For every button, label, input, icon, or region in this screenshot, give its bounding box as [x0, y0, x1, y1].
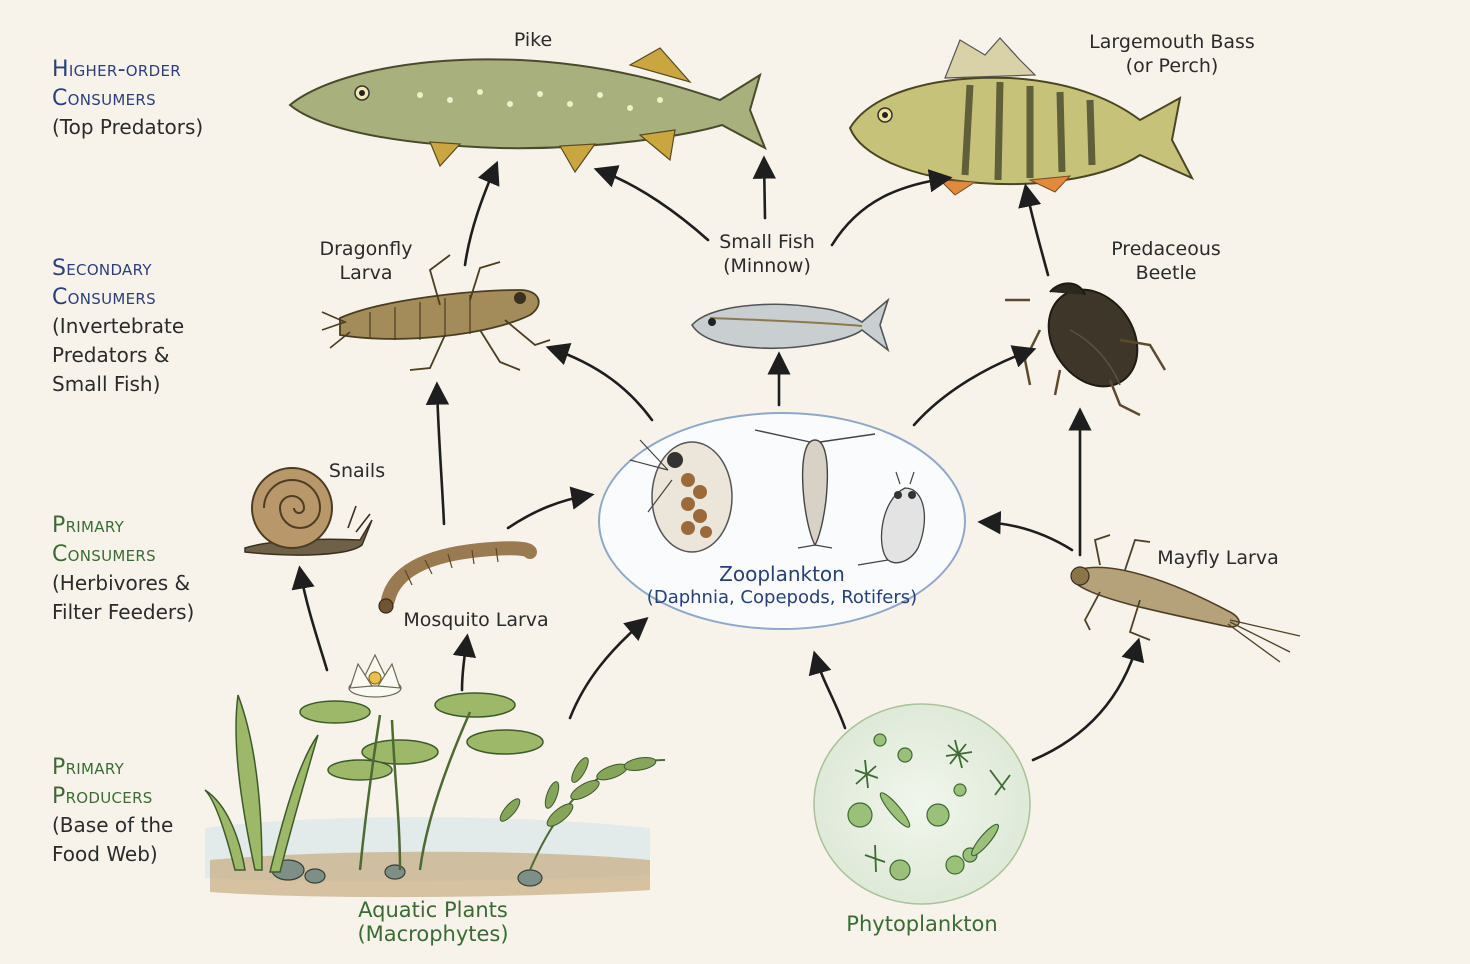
pike-icon: [290, 48, 765, 172]
arrow-zoo-to-dragonfly: [550, 348, 652, 420]
label-beetle: Predaceous Beetle: [1111, 237, 1221, 285]
level-heading: Producers: [52, 782, 173, 811]
arrow-plants-to-zoo: [570, 620, 645, 718]
arrow-dragonfly-to-pike: [465, 165, 496, 265]
label-beetle-line2: Beetle: [1111, 261, 1221, 285]
label-pike: Pike: [514, 28, 552, 52]
label-zooplankton-line2: (Daphnia, Copepods, Rotifers): [647, 586, 917, 610]
arrow-minnow-up: [764, 160, 765, 218]
label-snails-text: Snails: [329, 459, 385, 483]
level-heading: Higher-order: [52, 55, 203, 84]
arrow-mosquito-to-dragonfly: [437, 386, 444, 524]
label-plants-line2: (Macrophytes): [357, 922, 508, 946]
beetle-icon: [1005, 272, 1165, 415]
label-phytoplankton-text: Phytoplankton: [846, 912, 997, 936]
level-subtitle: Predators &: [52, 341, 184, 370]
label-minnow-line2: (Minnow): [719, 254, 815, 278]
level-heading: Consumers: [52, 283, 184, 312]
arrow-phyto-to-mayfly: [1033, 642, 1138, 760]
level-subtitle: (Base of the: [52, 811, 173, 840]
label-bass-line1: Largemouth Bass: [1089, 30, 1255, 54]
label-minnow-line1: Small Fish: [719, 230, 815, 254]
level-subtitle: (Invertebrate: [52, 312, 184, 341]
label-dragonfly-line1: Dragonfly: [319, 237, 412, 261]
label-mosquito-larva: Mosquito Larva: [403, 608, 548, 632]
label-mayfly-text: Mayfly Larva: [1157, 546, 1278, 570]
water-lily-icon: [349, 655, 401, 697]
phytoplankton-group: [814, 704, 1030, 904]
level-subtitle: Small Fish): [52, 370, 184, 399]
label-bass-line2: (or Perch): [1089, 54, 1255, 78]
level-subtitle: Food Web): [52, 840, 173, 869]
arrow-plants-to-snail: [300, 570, 327, 670]
arrow-minnow-to-bass: [832, 178, 948, 245]
mosquito-larva-icon: [379, 548, 530, 613]
label-beetle-line1: Predaceous: [1111, 237, 1221, 261]
level-heading: Consumers: [52, 84, 203, 113]
label-minnow: Small Fish (Minnow): [719, 230, 815, 278]
level-secondary-consumers: Secondary Consumers (Invertebrate Predat…: [52, 254, 184, 399]
arrow-zoo-to-beetle: [914, 350, 1032, 425]
level-subtitle: (Top Predators): [52, 113, 203, 142]
minnow-icon: [692, 300, 888, 350]
label-dragonfly-larva: Dragonfly Larva: [319, 237, 412, 285]
label-zooplankton: Zooplankton (Daphnia, Copepods, Rotifers…: [647, 562, 917, 610]
level-heading: Consumers: [52, 540, 194, 569]
arrow-mosquito-to-zoo: [508, 495, 590, 528]
level-primary-producers: Primary Producers (Base of the Food Web): [52, 753, 173, 869]
label-plants-line1: Aquatic Plants: [357, 898, 508, 922]
label-phytoplankton: Phytoplankton: [846, 912, 997, 936]
arrow-beetle-to-bass: [1026, 188, 1048, 275]
label-zooplankton-line1: Zooplankton: [647, 562, 917, 586]
level-heading: Secondary: [52, 254, 184, 283]
label-snails: Snails: [329, 459, 385, 483]
arrow-plants-to-mosquito: [462, 638, 467, 690]
label-mayfly-larva: Mayfly Larva: [1157, 546, 1278, 570]
label-aquatic-plants: Aquatic Plants (Macrophytes): [357, 898, 508, 946]
level-subtitle: (Herbivores &: [52, 569, 194, 598]
arrow-minnow-to-pike: [598, 170, 708, 240]
level-subtitle: Filter Feeders): [52, 598, 194, 627]
level-heading: Primary: [52, 511, 194, 540]
level-heading: Primary: [52, 753, 173, 782]
level-higher-order-consumers: Higher-order Consumers (Top Predators): [52, 55, 203, 142]
level-primary-consumers: Primary Consumers (Herbivores & Filter F…: [52, 511, 194, 627]
phytoplankton-circle: [814, 704, 1030, 904]
aquatic-plants-icon: [205, 655, 665, 897]
label-pike-text: Pike: [514, 28, 552, 52]
label-mosquito-text: Mosquito Larva: [403, 608, 548, 632]
label-dragonfly-line2: Larva: [319, 261, 412, 285]
arrow-mayfly-to-zoo: [982, 522, 1072, 550]
label-bass: Largemouth Bass (or Perch): [1089, 30, 1255, 78]
arrow-phyto-to-zoo: [815, 655, 845, 728]
